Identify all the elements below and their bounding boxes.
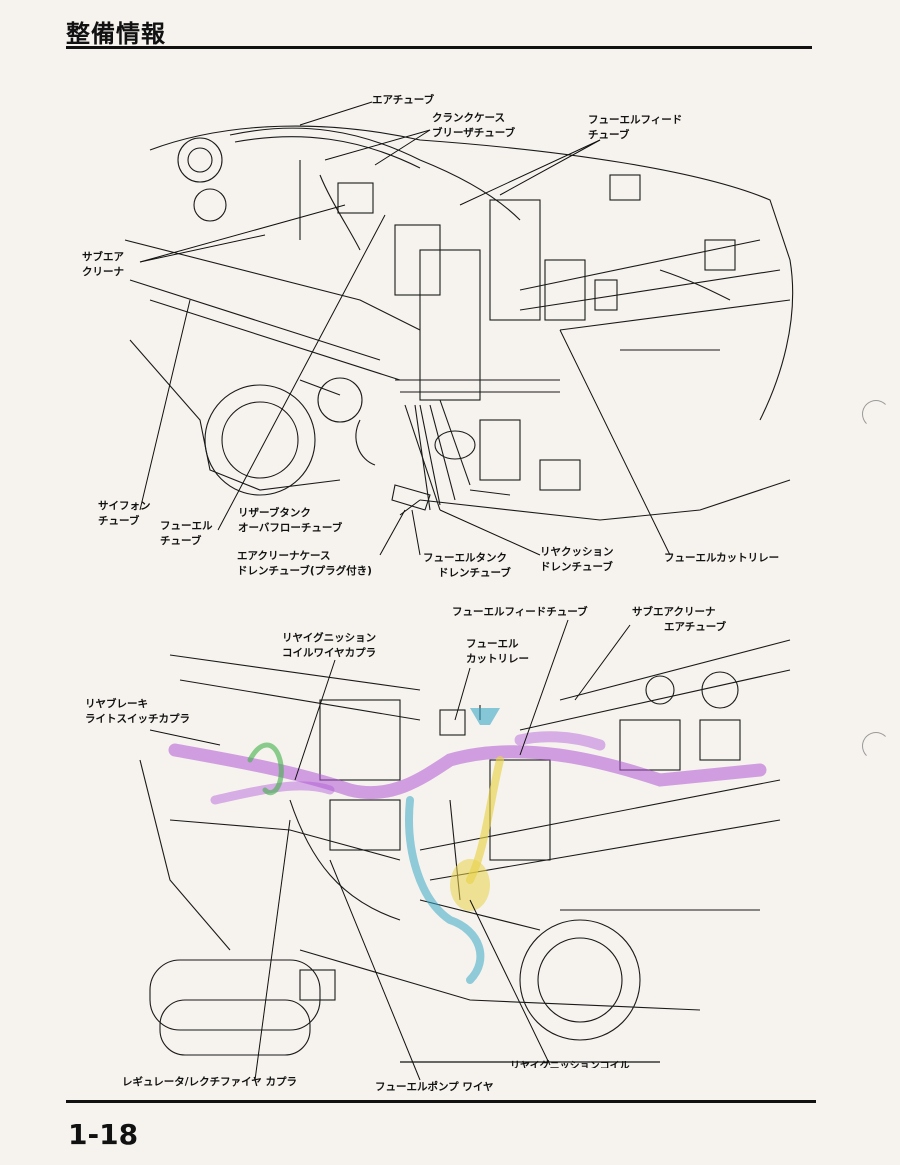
bottom-engine-illustration [139, 639, 791, 1056]
label-fuel-cut-relay: フューエルカットリレー [664, 552, 780, 564]
label-crankcase-breather-2: ブリーザチューブ [432, 127, 516, 139]
label-sub-air-cleaner-bottom-2: エアチューブ [664, 621, 727, 633]
label-fuel-feed-tube: フューエルフィードチューブ [452, 606, 588, 618]
header-rule [66, 46, 812, 49]
label-fuel-pump-wire: フューエルポンプ ワイヤ [375, 1081, 494, 1093]
blue-funnel [470, 708, 500, 725]
label-rear-brake-1: リヤブレーキ [85, 698, 148, 710]
label-regulator: レギュレータ/レクチファイヤ カプラ [122, 1076, 297, 1088]
label-fuel-tube-2: チューブ [160, 535, 202, 547]
label-fuel-tank-drain-2: ドレンチューブ [438, 567, 511, 579]
label-air-tube: エアチューブ [372, 94, 435, 106]
label-rear-cushion-drain-1: リヤクッション [540, 546, 614, 558]
label-reserve-tank-2: オーバフローチューブ [238, 522, 343, 534]
label-rear-ignition-1: リヤイグニッション [282, 632, 377, 644]
label-fuel-tube-1: フューエル [160, 520, 213, 532]
label-sub-air-cleaner-bottom-1: サブエアクリーナ [632, 606, 716, 618]
label-siphon-tube-2: チューブ [98, 515, 140, 527]
label-reserve-tank-1: リザーブタンク [238, 507, 311, 519]
label-rear-ignition-coil: リヤイグニッションコイル [510, 1061, 630, 1068]
label-fuel-feed-2: チューブ [588, 129, 630, 141]
yellow-pump [450, 859, 490, 911]
label-siphon-tube-1: サイフォン [98, 500, 151, 512]
top-engine-illustration [124, 125, 794, 521]
footer-rule [66, 1100, 816, 1103]
label-fuel-tank-drain-1: フューエルタンク [423, 552, 507, 564]
purple-top [514, 731, 606, 751]
label-sub-air-cleaner-2: クリーナ [82, 266, 124, 278]
top-leader-lines [139, 101, 671, 556]
label-rear-cushion-drain-2: ドレンチューブ [540, 561, 613, 573]
label-fuel-cut-relay-bottom-2: カットリレー [466, 653, 529, 665]
label-sub-air-cleaner-1: サブエア [82, 251, 124, 263]
punch-hole-top [862, 400, 890, 428]
blue-tube [405, 796, 485, 984]
label-fuel-cut-relay-bottom-1: フューエル [466, 638, 519, 650]
punch-hole-bottom [862, 732, 890, 760]
label-air-cleaner-drain-2: ドレンチューブ(プラグ付き) [237, 565, 372, 577]
colored-highlights [168, 708, 767, 984]
green-loop [247, 742, 284, 795]
purple-harness [168, 743, 767, 800]
label-rear-ignition-2: コイルワイヤカプラ [282, 647, 377, 659]
label-fuel-feed-1: フューエルフィード [588, 114, 683, 126]
page-number: 1-18 [68, 1118, 139, 1151]
page-title: 整備情報 [66, 20, 166, 48]
label-rear-brake-2: ライトスイッチカプラ [85, 713, 190, 725]
bottom-leader-lines [149, 619, 631, 1081]
label-crankcase-breather-1: クランクケース [432, 112, 505, 124]
label-air-cleaner-drain-1: エアクリーナケース [237, 550, 331, 562]
